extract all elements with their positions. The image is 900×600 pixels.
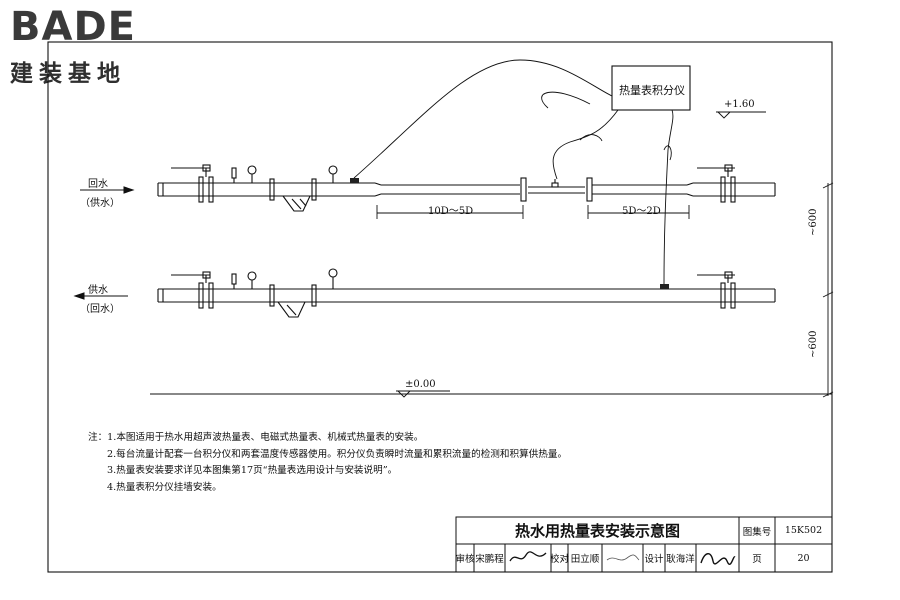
design-label: 设计 [644, 554, 664, 565]
drawing-title: 热水用热量表安装示意图 [514, 522, 680, 540]
page-number: 20 [797, 552, 810, 564]
atlas-label: 图集号 [742, 526, 772, 538]
review-label: 审核 [455, 554, 475, 565]
upper-temperature-sensor [350, 178, 359, 183]
integrator-box [611, 65, 691, 111]
proof-signature [602, 544, 643, 572]
dim-vertical-upper: ~600 [808, 208, 819, 236]
design-signature [696, 544, 739, 572]
drawing-frame [47, 41, 833, 573]
proof-name: 田立顺 [570, 554, 600, 565]
integrator-label: 热量表积分仪 [619, 84, 685, 97]
lower-flow-alt-label: （回水） [80, 304, 120, 315]
dimension-lines [150, 111, 834, 398]
note-4: 4.热量表积分仪挂墙安装。 [107, 481, 222, 493]
page-label: 页 [752, 554, 762, 565]
dim-vertical-lower: ~600 [808, 330, 819, 358]
design-name: 耿海洋 [666, 554, 695, 565]
level-zero-label: ±0.00 [405, 379, 436, 390]
signal-cables [353, 59, 674, 285]
upper-pipe-assembly [157, 164, 776, 212]
logo-subtitle: 建装基地 [10, 61, 126, 87]
review-name: 宋鹏程 [475, 554, 504, 565]
lower-pipe-assembly [157, 268, 776, 318]
proof-label: 校对 [550, 554, 570, 565]
dim-upstream-label: 10D～5D [428, 206, 474, 217]
review-signature [505, 544, 551, 572]
flow-arrows [73, 186, 135, 300]
atlas-number: 15K502 [784, 525, 823, 536]
upper-flow-label: 回水 [88, 179, 108, 190]
notes-block: 注：1.本图适用于热水用超声波热量表、电磁式热量表、机械式热量表的安装。 2.每… [88, 430, 567, 496]
dim-downstream-label: 5D～2D [622, 206, 661, 217]
title-block-lines [455, 516, 833, 573]
lower-flow-label: 供水 [88, 285, 108, 296]
lower-temperature-sensor [660, 284, 669, 289]
note-3: 3.热量表安装要求详见本图集第17页“热量表选用设计与安装说明”。 [107, 465, 398, 476]
level-top-label: +1.60 [724, 99, 755, 110]
note-2: 2.每台流量计配套一台积分仪和两套温度传感器使用。积分仪负责瞬时流量和累积流量的… [107, 448, 568, 460]
upper-flow-alt-label: （供水） [80, 198, 120, 209]
note-1: 注：1.本图适用于热水用超声波热量表、电磁式热量表、机械式热量表的安装。 [88, 432, 424, 443]
